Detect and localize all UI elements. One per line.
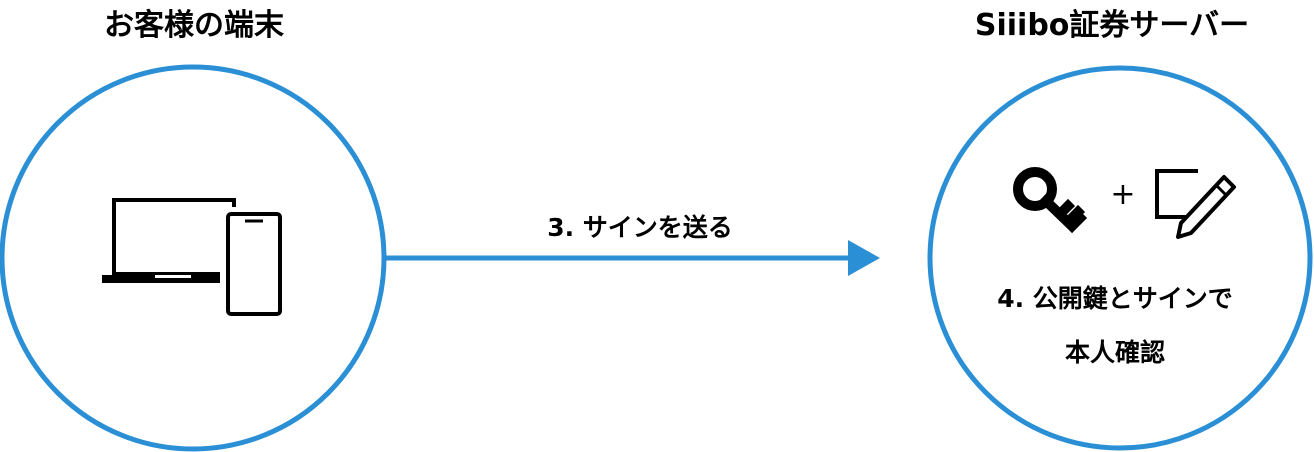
arrow-head [848, 240, 880, 276]
smartphone-icon [220, 207, 288, 321]
arrow-label: 3. サインを送る [547, 213, 733, 242]
signature-pen-icon [1155, 169, 1236, 239]
verify-step-label: 4. 公開鍵とサインで [997, 284, 1233, 313]
client-title: お客様の端末 [104, 8, 284, 43]
verify-step-label-cont: 本人確認 [1064, 338, 1165, 367]
server-title: Siiibo証券サーバー [974, 8, 1250, 43]
server-circle [927, 65, 1313, 451]
laptop-icon [102, 198, 236, 283]
key-icon [1013, 167, 1088, 234]
send-signature-arrow [384, 240, 880, 276]
plus-sign: + [1110, 177, 1136, 212]
client-circle [0, 64, 387, 452]
